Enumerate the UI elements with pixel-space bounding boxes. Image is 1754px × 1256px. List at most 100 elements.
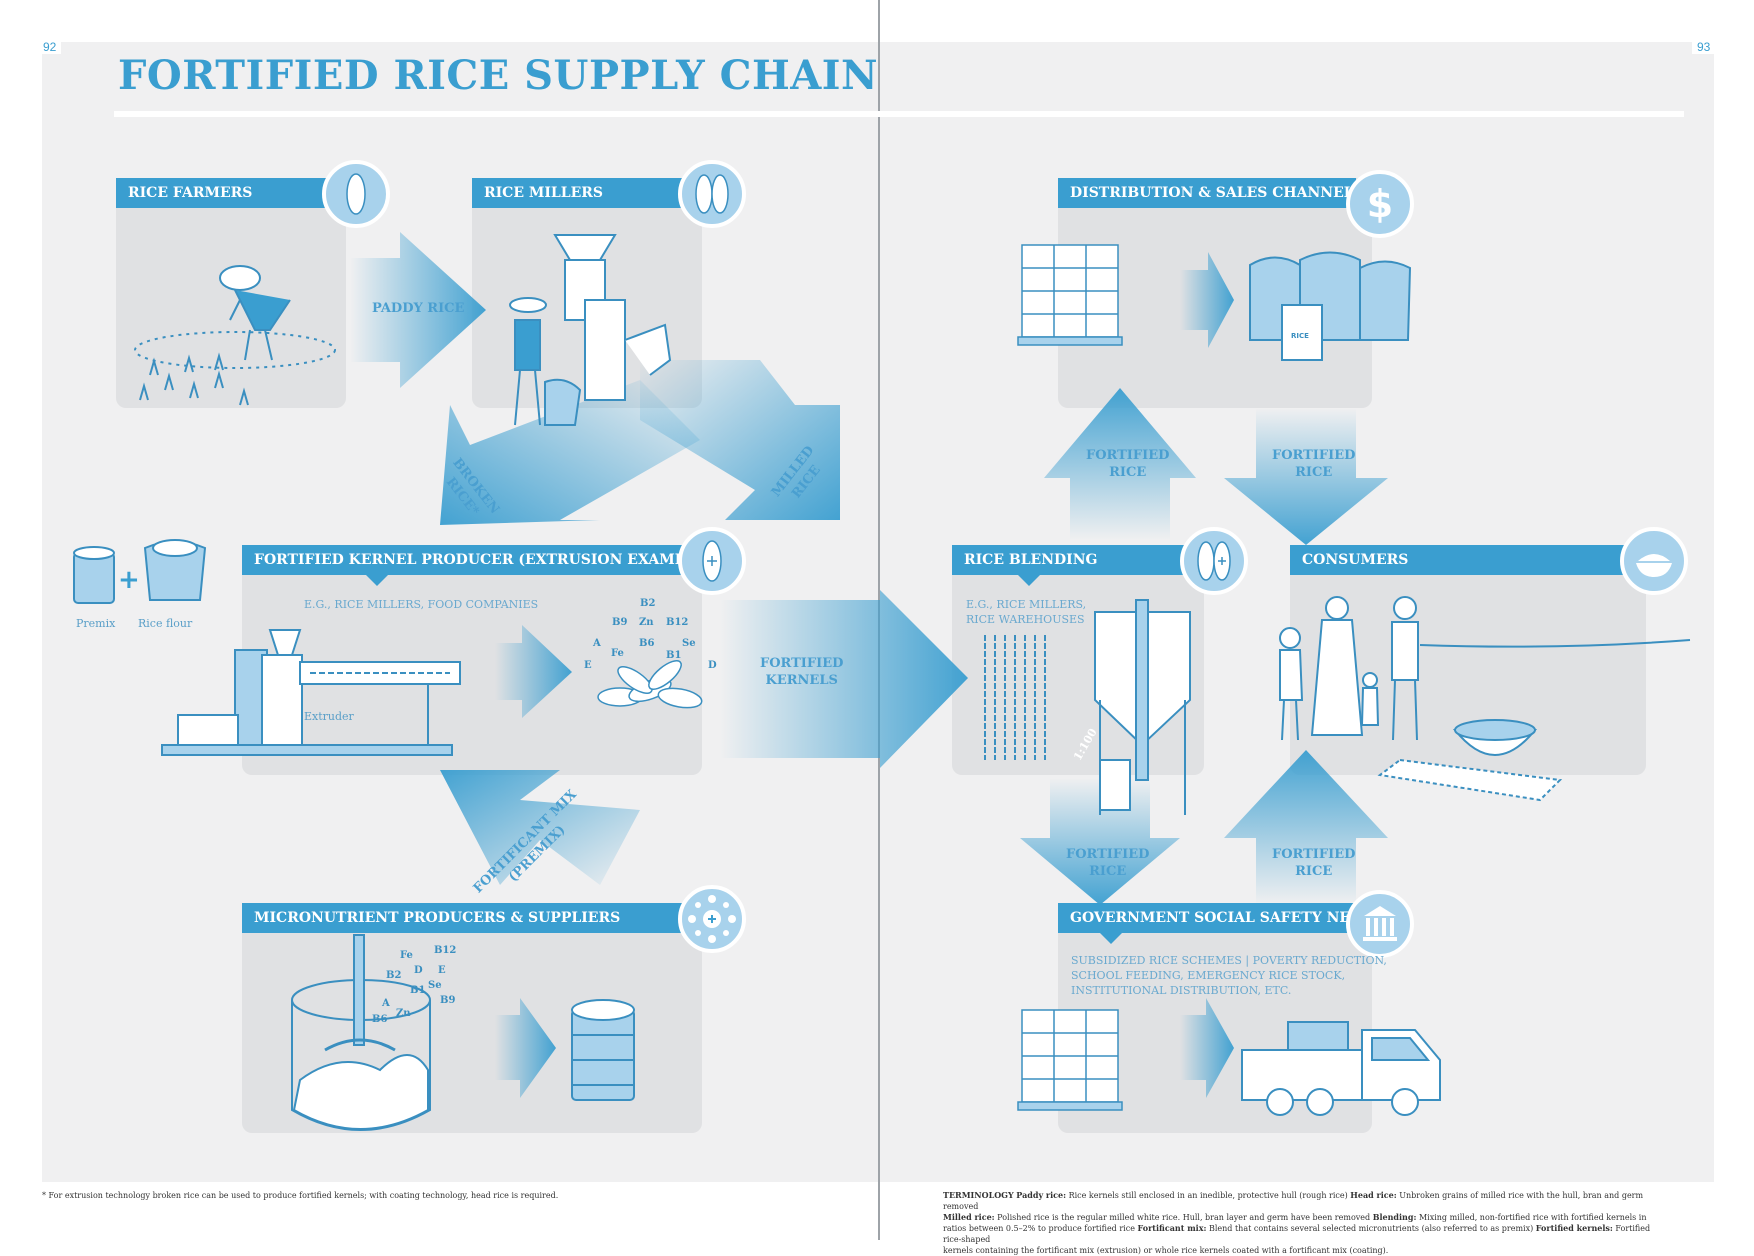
grain-icon: [322, 160, 390, 228]
milled-term: Milled rice:: [943, 1212, 995, 1222]
rice-blending-note-1: E.G., RICE MILLERS,: [966, 598, 1087, 611]
nutrient-label: B9: [440, 995, 456, 1006]
broken-rice-arrow: [440, 380, 700, 525]
extruder-output-arrow: [495, 625, 572, 718]
fortified-rice-label-4: FORTIFIED RICE: [1272, 846, 1355, 880]
paddy-rice-arrow: [350, 232, 486, 388]
paddy-rice-label: PADDY RICE: [372, 301, 465, 316]
nutrient-label: B12: [666, 617, 689, 628]
fortified-rice-up-arrow-1: [1044, 388, 1196, 540]
terminology-footnote: TERMINOLOGY Paddy rice: Rice kernels sti…: [943, 1190, 1663, 1256]
nutrient-label: B1: [666, 650, 682, 661]
blending-definition-2: ratios between 0.5–2% to produce fortifi…: [943, 1224, 1135, 1233]
kernel-producer-card: [242, 545, 702, 775]
nutrient-label: E: [584, 660, 592, 671]
terminology-label: TERMINOLOGY: [943, 1190, 1014, 1200]
farmer-illustration: [134, 265, 336, 406]
paddy-definition: Rice kernels still enclosed in an inedib…: [1068, 1191, 1348, 1200]
fortificant-definition: Blend that contains several selected mic…: [1208, 1224, 1534, 1233]
nutrient-label: Se: [428, 980, 442, 991]
page-title: FORTIFIED RICE SUPPLY CHAIN: [118, 52, 879, 99]
milled-definition: Polished rice is the regular milled whit…: [997, 1213, 1371, 1222]
dollar-icon: $: [1346, 170, 1414, 238]
nutrient-label: Fe: [611, 648, 624, 659]
premix-output-arrow: [495, 998, 556, 1098]
nutrient-label: E: [438, 965, 446, 976]
distribution-header: DISTRIBUTION & SALES CHANNELS: [1058, 178, 1364, 208]
premix-label: Premix: [76, 617, 116, 630]
distribution-inner-arrow: [1180, 252, 1234, 348]
nutrient-label: A: [593, 638, 601, 649]
government-notch: [1100, 933, 1122, 944]
nutrient-label: B2: [386, 970, 402, 981]
fortified-rice-4-line1: FORTIFIED: [1272, 847, 1356, 862]
fortified-kernels-illustration: [597, 660, 703, 709]
nutrient-label: B9: [612, 617, 628, 628]
nutrient-label: Se: [682, 638, 696, 649]
left-page-number: 92: [38, 40, 62, 54]
blending-silo-illustration: [984, 599, 1191, 815]
kernel-producer-notch: [366, 575, 388, 586]
title-rule: [114, 111, 1684, 117]
fortified-kernels-line2: KERNELS: [765, 673, 838, 688]
fortified-grain-icon: [678, 527, 746, 595]
fortified-rice-label-2: FORTIFIED RICE: [1272, 447, 1355, 481]
milled-rice-arrow: [640, 360, 840, 520]
miller-illustration: [509, 234, 672, 426]
nutrient-label: Fe: [400, 950, 413, 961]
nutrient-label: B6: [372, 1014, 388, 1025]
nutrient-label: Zn: [396, 1008, 411, 1019]
nutrient-label: D: [708, 660, 717, 671]
fortified-rice-2-line1: FORTIFIED: [1272, 448, 1356, 463]
kernels-definition-2: kernels containing the fortificant mix (…: [943, 1246, 1389, 1255]
fortified-rice-down-arrow-1: [1224, 408, 1388, 545]
rice-farmers-card: [116, 178, 346, 408]
government-inner-arrow: [1180, 998, 1234, 1098]
fortified-rice-4-line2: RICE: [1295, 864, 1333, 879]
fortified-rice-down-arrow-2: [1020, 778, 1180, 905]
paddy-term: Paddy rice:: [1016, 1190, 1067, 1200]
rice-blending-notch: [1018, 575, 1040, 586]
fortified-rice-1-line2: RICE: [1109, 465, 1147, 480]
kernel-producer-note: E.G., RICE MILLERS, FOOD COMPANIES: [304, 598, 539, 611]
bowl-icon: [1620, 527, 1688, 595]
nutrient-label: D: [414, 965, 423, 976]
government-note-1: SUBSIDIZED RICE SCHEMES | POVERTY REDUCT…: [1071, 954, 1387, 967]
rice-bag-label: RICE: [1291, 332, 1309, 340]
government-note-3: INSTITUTIONAL DISTRIBUTION, ETC.: [1071, 984, 1292, 997]
fortified-kernels-arrow: [720, 590, 968, 768]
right-page-number: 93: [1692, 40, 1716, 54]
nutrient-label: B2: [640, 598, 656, 609]
nutrient-label: B12: [434, 945, 457, 956]
fortificant-mix-arrow: [440, 770, 640, 885]
premix-containers-illustration: [73, 539, 207, 604]
fortificant-term: Fortificant mix:: [1137, 1223, 1207, 1233]
pallet-illustration-2: [1017, 1009, 1123, 1111]
head-term: Head rice:: [1350, 1190, 1397, 1200]
rice-bags-illustration: [1249, 251, 1412, 361]
truck-illustration: [1241, 1021, 1441, 1116]
family-illustration: [1279, 596, 1691, 802]
micronutrient-header: MICRONUTRIENT PRODUCERS & SUPPLIERS: [242, 903, 686, 933]
rice-farmers-header: RICE FARMERS: [116, 178, 330, 208]
fortified-rice-up-arrow-2: [1224, 750, 1388, 905]
consumers-header: CONSUMERS: [1290, 545, 1630, 575]
plus-sign: +: [118, 565, 140, 595]
blending-definition: Mixing milled, non-fortified rice with f…: [1418, 1213, 1647, 1222]
extruder-illustration: [161, 629, 461, 756]
blending-term: Blending:: [1372, 1212, 1417, 1222]
fortified-rice-label-1: FORTIFIED RICE: [1086, 447, 1169, 481]
government-header: GOVERNMENT SOCIAL SAFETY NETS: [1058, 903, 1371, 933]
rice-flour-label: Rice flour: [138, 617, 193, 630]
institution-icon: [1346, 890, 1414, 958]
fortified-rice-3-line2: RICE: [1089, 864, 1127, 879]
fortified-kernels-label: FORTIFIED KERNELS: [760, 655, 843, 689]
government-note-2: SCHOOL FEEDING, EMERGENCY RICE STOCK,: [1071, 969, 1346, 982]
split-grain-icon: [678, 160, 746, 228]
molecule-icon: [678, 885, 746, 953]
kernel-producer-header: FORTIFIED KERNEL PRODUCER (EXTRUSION EXA…: [242, 545, 712, 575]
rice-blending-note-2: RICE WAREHOUSES: [966, 613, 1085, 626]
mixer-illustration: [291, 934, 431, 1131]
pallet-illustration-1: [1017, 244, 1123, 346]
